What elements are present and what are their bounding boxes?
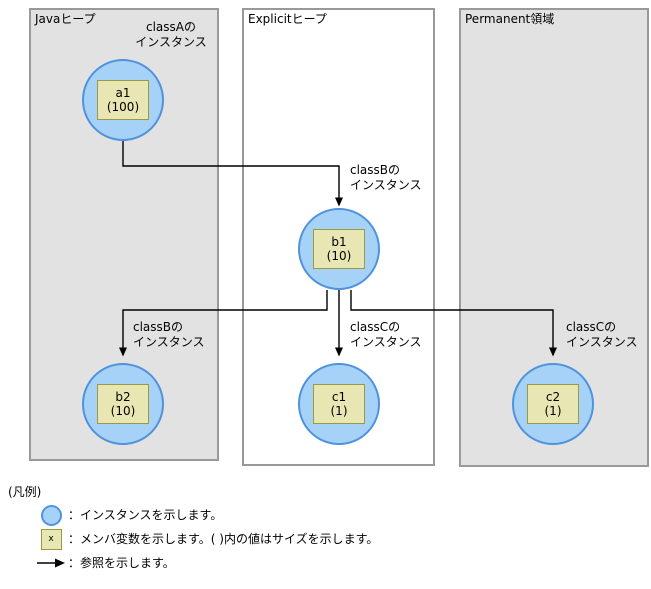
member-box-a1: a1 (100) bbox=[97, 80, 149, 120]
annotation-line-2: インスタンス bbox=[135, 35, 207, 49]
annotation-classA-instance: classAの インスタンス bbox=[112, 20, 230, 50]
region-title-java-heap: Javaヒープ bbox=[35, 12, 96, 26]
annotation-line-1: classBの bbox=[350, 163, 401, 177]
instance-node-a1[interactable]: a1 (100) bbox=[82, 59, 164, 141]
member-name: b1 bbox=[331, 235, 347, 249]
member-box-b1: b1 (10) bbox=[313, 229, 365, 269]
square-box-icon: x bbox=[34, 528, 68, 550]
instance-node-b1[interactable]: b1 (10) bbox=[298, 208, 380, 290]
member-size: (1) bbox=[544, 404, 562, 418]
annotation-line-2: インスタンス bbox=[350, 178, 422, 192]
member-name: c1 bbox=[331, 390, 347, 404]
member-box-c2: c2 (1) bbox=[527, 384, 579, 424]
circle-icon bbox=[34, 504, 68, 526]
member-box-b2: b2 (10) bbox=[97, 384, 149, 424]
region-title-permanent-area: Permanent領域 bbox=[465, 12, 555, 26]
legend-label-instance: ：インスタンスを示します。 bbox=[68, 508, 223, 522]
arrow-right-icon bbox=[34, 557, 68, 569]
member-size: (10) bbox=[110, 404, 136, 418]
member-box-c1: c1 (1) bbox=[313, 384, 365, 424]
annotation-line-1: classCの bbox=[350, 320, 401, 334]
annotation-line-2: インスタンス bbox=[350, 335, 422, 349]
annotation-line-1: classCの bbox=[566, 320, 617, 334]
annotation-line-1: classBの bbox=[133, 320, 184, 334]
instance-node-c1[interactable]: c1 (1) bbox=[298, 363, 380, 445]
annotation-classC-instance-c2: classCの インスタンス bbox=[566, 320, 651, 350]
annotation-classB-instance-b2: classBの インスタンス bbox=[133, 320, 233, 350]
member-name: c2 bbox=[545, 390, 561, 404]
annotation-classC-instance-c1: classCの インスタンス bbox=[350, 320, 450, 350]
legend-row-reference: ：参照を示します。 bbox=[34, 551, 648, 575]
legend-title: (凡例) bbox=[8, 485, 42, 499]
legend-row-instance: ：インスタンスを示します。 bbox=[34, 503, 648, 527]
member-size: (100) bbox=[106, 100, 140, 114]
annotation-line-2: インスタンス bbox=[133, 335, 205, 349]
legend-label-reference: ：参照を示します。 bbox=[68, 556, 175, 570]
member-name: a1 bbox=[115, 86, 131, 100]
legend: (凡例) ：インスタンスを示します。 x ：メンバ変数を示します。( )内の値は… bbox=[8, 484, 648, 575]
square-box-icon-label: x bbox=[40, 528, 62, 550]
member-size: (10) bbox=[326, 249, 352, 263]
annotation-line-2: インスタンス bbox=[566, 335, 638, 349]
region-title-explicit-heap: Explicitヒープ bbox=[248, 12, 327, 26]
annotation-classB-instance-b1: classBの インスタンス bbox=[350, 163, 468, 193]
legend-label-member: ：メンバ変数を示します。( )内の値はサイズを示します。 bbox=[68, 532, 379, 546]
member-size: (1) bbox=[330, 404, 348, 418]
annotation-line-1: classAの bbox=[146, 20, 196, 34]
instance-node-c2[interactable]: c2 (1) bbox=[512, 363, 594, 445]
legend-row-member: x ：メンバ変数を示します。( )内の値はサイズを示します。 bbox=[34, 527, 648, 551]
instance-node-b2[interactable]: b2 (10) bbox=[82, 363, 164, 445]
member-name: b2 bbox=[115, 390, 131, 404]
